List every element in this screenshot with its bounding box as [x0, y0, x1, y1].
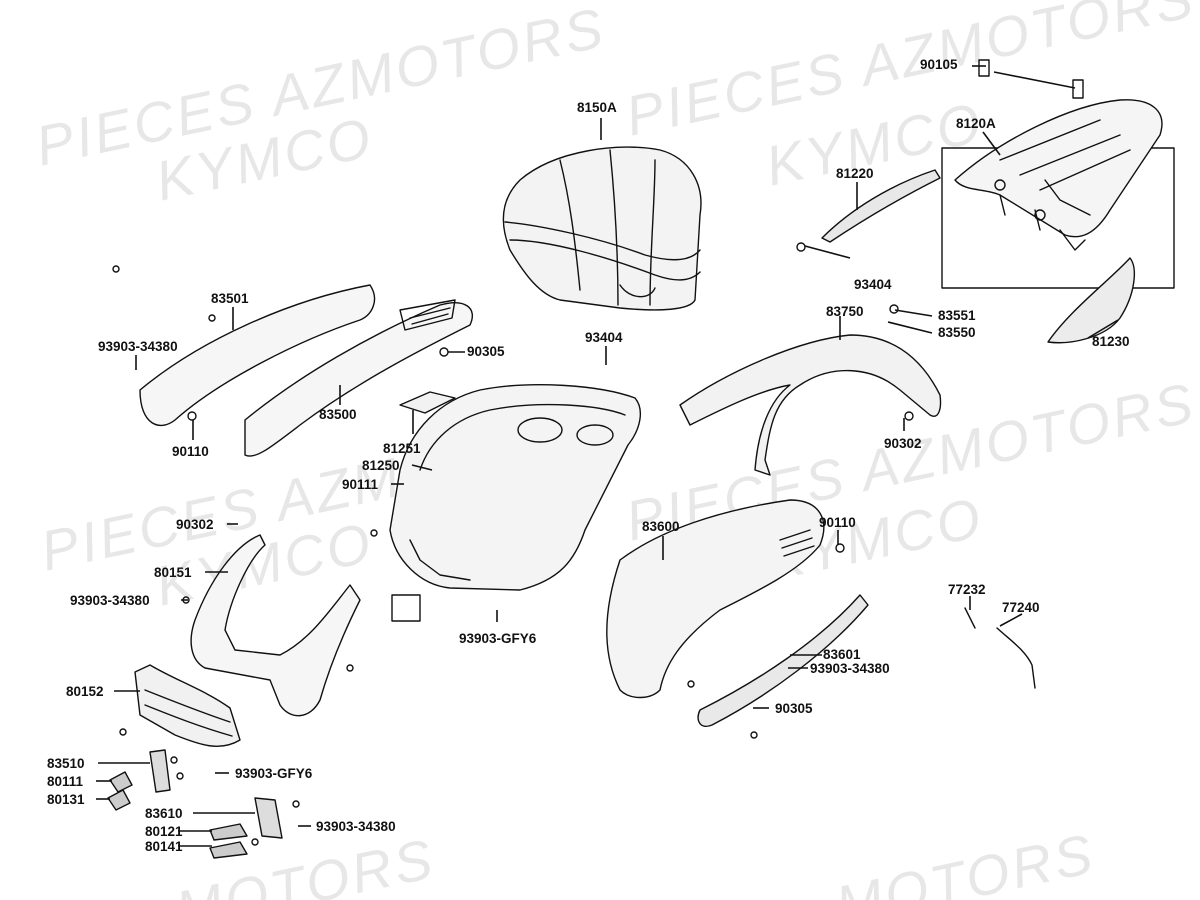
top-case-part — [502, 146, 702, 311]
part-label: 77232 — [948, 582, 986, 597]
part-label: 80152 — [66, 684, 104, 699]
part-label: 93903-GFY6 — [235, 766, 313, 781]
part-label: 90305 — [775, 701, 813, 716]
trim-81230 — [1047, 257, 1135, 344]
part-label: 83510 — [47, 756, 85, 771]
part-label: 81220 — [836, 166, 874, 181]
part-label: 90305 — [467, 344, 505, 359]
part-label: 83500 — [319, 407, 357, 422]
part-label: 90110 — [819, 515, 856, 530]
bolt-90105 — [978, 59, 1084, 99]
bracket-83610 — [254, 797, 283, 839]
part-label: 80151 — [154, 565, 192, 580]
cap-80141 — [209, 841, 248, 859]
side-cover-83600 — [606, 499, 825, 699]
clip-77232 — [964, 607, 976, 629]
part-label: 93903-34380 — [810, 661, 890, 676]
part-label: 90105 — [920, 57, 958, 72]
part-label: 93903-GFY6 — [459, 631, 537, 646]
helmet-box-part — [389, 384, 642, 622]
bracket-83510 — [149, 749, 171, 793]
part-label: 80111 — [47, 774, 84, 789]
part-label: 90111 — [342, 477, 379, 492]
part-label: 90302 — [176, 517, 214, 532]
part-label: 93903-34380 — [316, 819, 396, 834]
rear-carrier-part — [954, 99, 1163, 251]
lid-81251 — [399, 391, 456, 414]
part-label: 83610 — [145, 806, 183, 821]
part-label: 77240 — [1002, 600, 1040, 615]
cap-80121 — [209, 823, 248, 841]
part-label: 83550 — [938, 325, 976, 340]
part-label: 93903-34380 — [70, 593, 150, 608]
part-label: 80141 — [145, 839, 183, 854]
part-label: 83750 — [826, 304, 864, 319]
cap-80111 — [109, 771, 133, 793]
trim-81220 — [821, 169, 941, 243]
part-label: 81250 — [362, 458, 400, 473]
part-label: 81230 — [1092, 334, 1130, 349]
part-label: 93903-34380 — [98, 339, 178, 354]
part-label: 81251 — [383, 441, 421, 456]
part-label: 80121 — [145, 824, 183, 839]
side-cover-left-part — [139, 284, 473, 457]
front-lower-cover-part — [134, 534, 361, 747]
part-label: 93404 — [585, 330, 623, 345]
trim-83601 — [697, 594, 869, 727]
cable-77240 — [996, 627, 1036, 689]
part-label: 90302 — [884, 436, 922, 451]
leader-lines — [96, 65, 1119, 847]
part-label: 90110 — [172, 444, 209, 459]
part-label: 8150A — [577, 100, 617, 115]
part-label: 80131 — [47, 792, 85, 807]
part-label: 83551 — [938, 308, 976, 323]
part-label: 8120A — [956, 116, 996, 131]
part-label: 83600 — [642, 519, 680, 534]
part-label: 83501 — [211, 291, 249, 306]
part-label: 83601 — [823, 647, 861, 662]
cap-80131 — [107, 789, 131, 811]
grab-frame-83750 — [679, 334, 942, 476]
part-label: 93404 — [854, 277, 892, 292]
